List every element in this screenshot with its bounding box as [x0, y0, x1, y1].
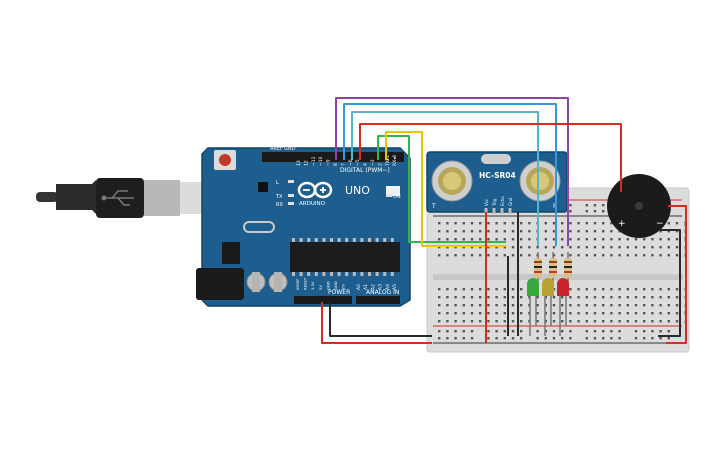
digital-label: DIGITAL (PWM~) — [340, 167, 390, 174]
digital-pin-label: ~9 — [326, 159, 332, 166]
digital-pin-label: 4 — [363, 163, 369, 166]
digital-pin-label: ~3 — [370, 159, 376, 166]
analog-pin-label: A4 — [385, 284, 391, 290]
led-green — [527, 278, 539, 336]
led-group — [527, 252, 572, 336]
power-pin-label: GND — [333, 281, 338, 290]
digital-pin-label: 2 — [377, 163, 383, 166]
digital-pin-label: ~5 — [355, 159, 361, 166]
l-label: L — [276, 180, 279, 186]
wire-red-buzzer — [359, 123, 622, 192]
analog-pin-label: A1 — [363, 284, 369, 290]
power-pin-label: RESET — [303, 277, 308, 290]
arduino-logo-icon — [297, 181, 333, 199]
led-red — [557, 278, 569, 336]
analog-pin-label: A3 — [378, 284, 384, 290]
analog-header — [356, 296, 400, 304]
brand-label: ARDUINO — [299, 201, 326, 207]
sensor-label: HC-SR04 — [479, 171, 516, 180]
wire-purple — [335, 97, 569, 246]
digital-pin-label: ~11 — [311, 156, 317, 166]
digital-pin-label: TX▸1 — [385, 155, 391, 167]
digital-pin-label: 8 — [333, 163, 339, 166]
analog-label: ANALOG IN — [366, 289, 399, 296]
wire-black-gnd — [329, 302, 432, 337]
digital-header — [262, 152, 404, 162]
digital-pin-label: 7 — [340, 163, 346, 166]
digital-pin-label: 13 — [296, 160, 302, 166]
power-pin-label: GND — [325, 281, 330, 290]
rx-label: RX — [276, 202, 283, 208]
power-pin-label: IOREF — [295, 279, 300, 290]
power-label: POWER — [328, 289, 350, 296]
sensor-pin-label: Echo — [500, 196, 505, 206]
gnd-label: GND — [284, 146, 296, 152]
wires — [321, 97, 687, 344]
power-pin-label: 5V — [318, 285, 323, 290]
wire-green — [377, 135, 506, 243]
sensor-pin-label: Trig — [492, 198, 497, 207]
digital-pin-label: ~6 — [348, 159, 354, 166]
analog-pin-label: A2 — [370, 284, 376, 290]
piezo-buzzer: + − — [607, 174, 671, 238]
model-label: UNO — [345, 184, 370, 197]
sensor-pin-label: Gnd — [508, 197, 513, 206]
wire-yellow — [385, 131, 506, 247]
wire-cyan — [351, 111, 539, 246]
power-header — [294, 296, 352, 304]
resistor-3 — [564, 252, 572, 286]
analog-pin-label: A5 — [392, 284, 398, 290]
power-pin-label: 3.3V — [310, 281, 315, 290]
buzzer-plus: + — [618, 219, 626, 229]
led-yellow — [542, 278, 554, 336]
atmega-chip — [290, 242, 400, 272]
aref-label: AREF — [270, 146, 283, 152]
resistor-1 — [534, 252, 542, 286]
wire-blue — [343, 103, 557, 246]
digital-pin-label: 12 — [303, 160, 309, 166]
digital-pin-label: RX◂0 — [392, 155, 398, 166]
row-letter: j — [683, 221, 685, 227]
row-letter: i — [684, 229, 685, 235]
wire-red-5v — [321, 302, 432, 344]
digital-pin-label: ~10 — [318, 156, 324, 166]
resistor-2 — [549, 252, 557, 286]
tx-label: TX — [275, 194, 283, 200]
wire-black-rail — [658, 229, 681, 337]
power-pin-label: Vin — [341, 283, 346, 290]
sensor-left-mark: T — [431, 203, 436, 210]
power-jack — [196, 268, 244, 300]
wire-red-rail — [666, 205, 687, 344]
on-label: ON — [393, 194, 401, 200]
analog-pin-label: A0 — [356, 284, 362, 290]
buzzer-minus: − — [656, 219, 664, 229]
usb-icon — [101, 190, 134, 206]
sensor-pin-label: Vcc — [484, 199, 489, 206]
